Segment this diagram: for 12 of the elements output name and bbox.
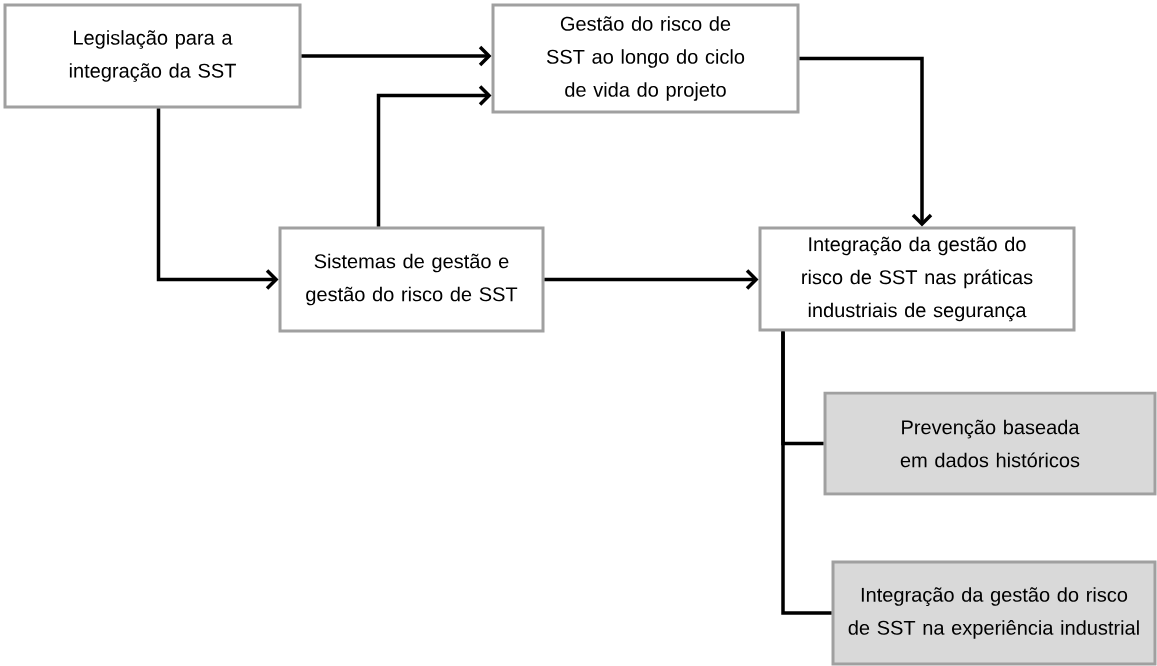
arrow [544,269,759,290]
arrow [799,56,933,227]
arrow [376,85,492,227]
arrow [301,45,492,67]
connector-line [781,331,832,615]
process-box: Legislação para a integração da SST [3,3,302,109]
process-box: Sistemas de gestão e gestão do risco de SST [278,226,545,333]
arrow [156,108,279,290]
process-box: Integração da gestão do risco de SST na experiência industrial [831,560,1157,666]
process-box: Prevenção baseada em dados históricos [823,391,1157,496]
process-box: Gestão do risco de SST ao longo do ciclo de vida do projeto [491,3,800,114]
process-box: Integração da gestão do risco de SST nas práticas industriais de segurança [758,226,1076,332]
